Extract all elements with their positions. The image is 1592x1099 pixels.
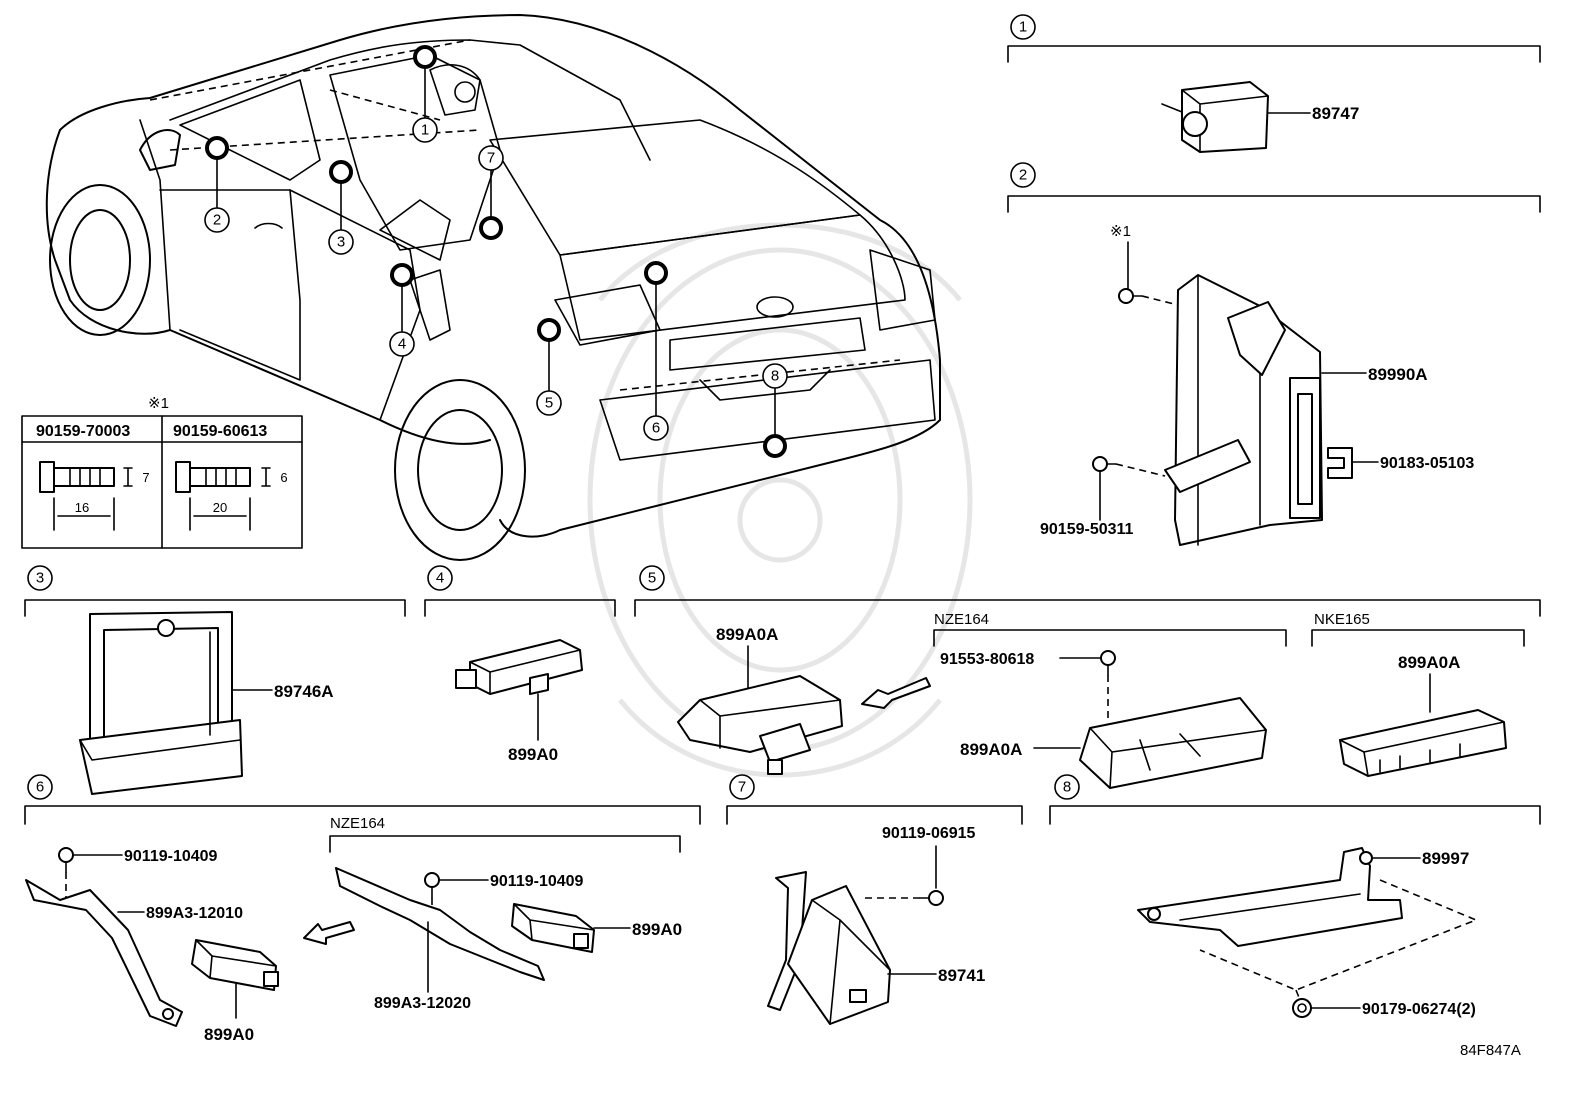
part-number: 90119-06915 bbox=[882, 825, 976, 842]
part-number: 899A0A bbox=[960, 740, 1022, 759]
part-number: 899A3-12010 bbox=[146, 905, 243, 922]
ecu-icon bbox=[1164, 274, 1323, 546]
bolt-icon: 20 6 bbox=[175, 461, 288, 531]
callout-3: 3 bbox=[328, 229, 354, 255]
part-number: 89746A bbox=[274, 682, 334, 701]
section-6: 6 90119-10409 899A3-12010 899A0 NZE164 9… bbox=[24, 774, 701, 1044]
model-label: NKE165 bbox=[1314, 611, 1370, 628]
antenna-icon bbox=[1339, 709, 1507, 777]
section-index: 6 bbox=[36, 779, 44, 796]
bolt-icon bbox=[1092, 456, 1117, 472]
part-number: 899A0 bbox=[632, 920, 682, 939]
svg-text:8: 8 bbox=[771, 368, 779, 385]
bracket-icon bbox=[1137, 847, 1403, 947]
bolt-length: 16 bbox=[75, 500, 89, 515]
arrow-left-icon bbox=[861, 677, 931, 709]
part-number: 899A0 bbox=[508, 745, 558, 764]
part-number: 90119-10409 bbox=[490, 873, 584, 890]
svg-text:3: 3 bbox=[337, 234, 345, 251]
antenna-icon bbox=[511, 903, 595, 953]
section-8: 8 89997 90179-06274(2) bbox=[1049, 774, 1541, 1018]
part-number: 90179-06274(2) bbox=[1362, 1001, 1476, 1018]
car-illustration bbox=[45, 14, 941, 561]
bolt-icon bbox=[1118, 288, 1143, 304]
section-1: 1 89747 bbox=[1007, 14, 1541, 153]
bolt-part-number: 90159-70003 bbox=[36, 423, 130, 440]
callout-1: 1 bbox=[412, 117, 438, 143]
svg-text:4: 4 bbox=[398, 336, 406, 353]
section-index: 2 bbox=[1019, 167, 1027, 184]
part-number: 91553-80618 bbox=[940, 651, 1034, 668]
section-index: 7 bbox=[738, 779, 746, 796]
section-7: 7 90119-06915 89741 bbox=[726, 774, 1023, 1025]
part-number: 899A0 bbox=[204, 1025, 254, 1044]
callout-6: 6 bbox=[643, 415, 669, 441]
bracket-icon bbox=[79, 611, 243, 795]
antenna-icon bbox=[455, 639, 583, 695]
callout-7: 7 bbox=[478, 145, 504, 171]
callout-5: 5 bbox=[536, 390, 562, 416]
section-index: 4 bbox=[436, 570, 444, 587]
illustration-code: 84F847A bbox=[1460, 1042, 1521, 1059]
part-number: 899A0A bbox=[1398, 653, 1460, 672]
model-label: NZE164 bbox=[934, 611, 989, 628]
part-number: 90183-05103 bbox=[1380, 455, 1474, 472]
bolt-length: 20 bbox=[213, 500, 227, 515]
part-number: 89741 bbox=[938, 966, 985, 985]
part-number: 89997 bbox=[1422, 849, 1469, 868]
svg-text:6: 6 bbox=[652, 420, 660, 437]
antenna-icon bbox=[1079, 697, 1267, 789]
screw-icon bbox=[919, 890, 944, 906]
antenna-icon bbox=[191, 939, 279, 991]
callout-2: 2 bbox=[204, 207, 230, 233]
relay-icon bbox=[1161, 81, 1269, 153]
callout-8: 8 bbox=[762, 363, 788, 389]
svg-text:1: 1 bbox=[421, 122, 429, 139]
section-4: 4 899A0 bbox=[424, 565, 616, 764]
arrow-left-icon bbox=[303, 921, 355, 945]
part-number: 899A0A bbox=[716, 625, 778, 644]
svg-text:5: 5 bbox=[545, 395, 553, 412]
section-2: 2 ※1 89990A 90183-05103 90159-50311 bbox=[1007, 162, 1541, 546]
bolt-part-number: 90159-60613 bbox=[173, 423, 267, 440]
antenna-icon bbox=[677, 675, 843, 775]
model-label: NZE164 bbox=[330, 815, 385, 832]
bolt-table-mark: ※1 bbox=[148, 395, 169, 412]
section-index: 3 bbox=[36, 570, 44, 587]
section-index: 8 bbox=[1063, 779, 1071, 796]
part-number: 899A3-12020 bbox=[374, 995, 471, 1012]
section-index: 5 bbox=[648, 570, 656, 587]
bolt-diameter: 6 bbox=[280, 470, 287, 485]
location-markers bbox=[205, 45, 787, 458]
part-number: 90119-10409 bbox=[124, 848, 218, 865]
bracket-icon bbox=[335, 867, 545, 981]
part-number: 89990A bbox=[1368, 365, 1428, 384]
svg-text:2: 2 bbox=[213, 212, 221, 229]
part-number: 90159-50311 bbox=[1040, 521, 1134, 538]
section-3: 3 89746A bbox=[24, 565, 406, 795]
callout-numbers: 1 2 3 4 5 6 7 8 bbox=[204, 117, 788, 441]
module-icon bbox=[767, 871, 891, 1025]
bracket-icon bbox=[25, 879, 183, 1027]
section-5: 5 899A0A NZE164 91553-80618 899A0A NKE16… bbox=[634, 565, 1541, 789]
part-number: 89747 bbox=[1312, 104, 1359, 123]
callout-4: 4 bbox=[389, 331, 415, 357]
bolt-icon: 16 7 bbox=[39, 461, 150, 531]
screw-icon bbox=[58, 847, 74, 873]
bolt-icon bbox=[1100, 650, 1116, 676]
bolt-diameter: 7 bbox=[142, 470, 149, 485]
screw-icon bbox=[424, 872, 440, 899]
note-mark: ※1 bbox=[1110, 223, 1131, 240]
section-index: 1 bbox=[1019, 19, 1027, 36]
svg-text:7: 7 bbox=[487, 150, 495, 167]
nut-icon bbox=[1292, 998, 1312, 1018]
clip-icon bbox=[1327, 447, 1353, 479]
bolt-table: ※1 90159-70003 90159-60613 16 7 20 6 bbox=[21, 395, 303, 549]
